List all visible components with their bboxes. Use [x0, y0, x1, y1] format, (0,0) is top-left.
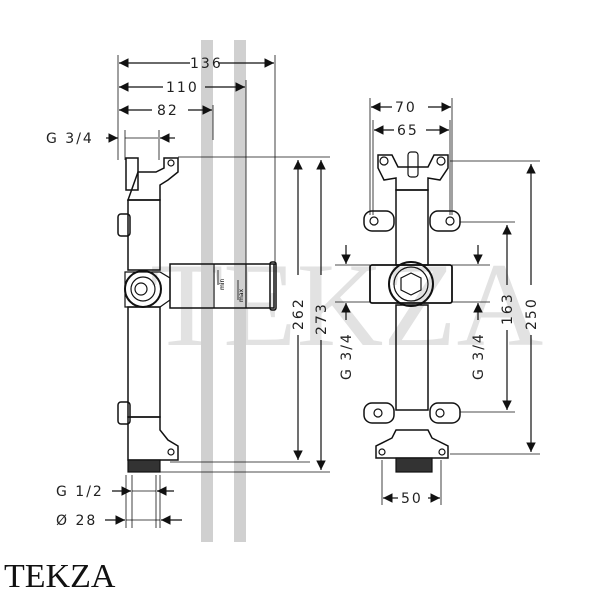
dim-110: 110	[166, 80, 199, 96]
brand-logo: TEKZA	[4, 558, 116, 595]
dim-273: 273	[314, 302, 330, 335]
dim-diameter-28: Ø 28	[56, 513, 97, 529]
dim-163: 163	[500, 292, 516, 325]
dim-g34-top: G 3/4	[46, 131, 94, 147]
dim-g34-left: G 3/4	[339, 332, 355, 380]
dim-70: 70	[395, 100, 417, 116]
front-view	[335, 98, 540, 505]
dim-136: 136	[190, 56, 223, 72]
dim-250: 250	[524, 297, 540, 330]
scale-max-label: max	[238, 288, 245, 302]
dim-262: 262	[291, 297, 307, 330]
dim-50: 50	[401, 491, 423, 507]
dim-82: 82	[157, 103, 179, 119]
side-view	[105, 55, 330, 528]
dim-g34-right: G 3/4	[471, 332, 487, 380]
dim-g12: G 1/2	[56, 484, 104, 500]
dim-65: 65	[397, 123, 419, 139]
wall-lines	[201, 40, 246, 542]
scale-min-label: min	[219, 278, 226, 290]
